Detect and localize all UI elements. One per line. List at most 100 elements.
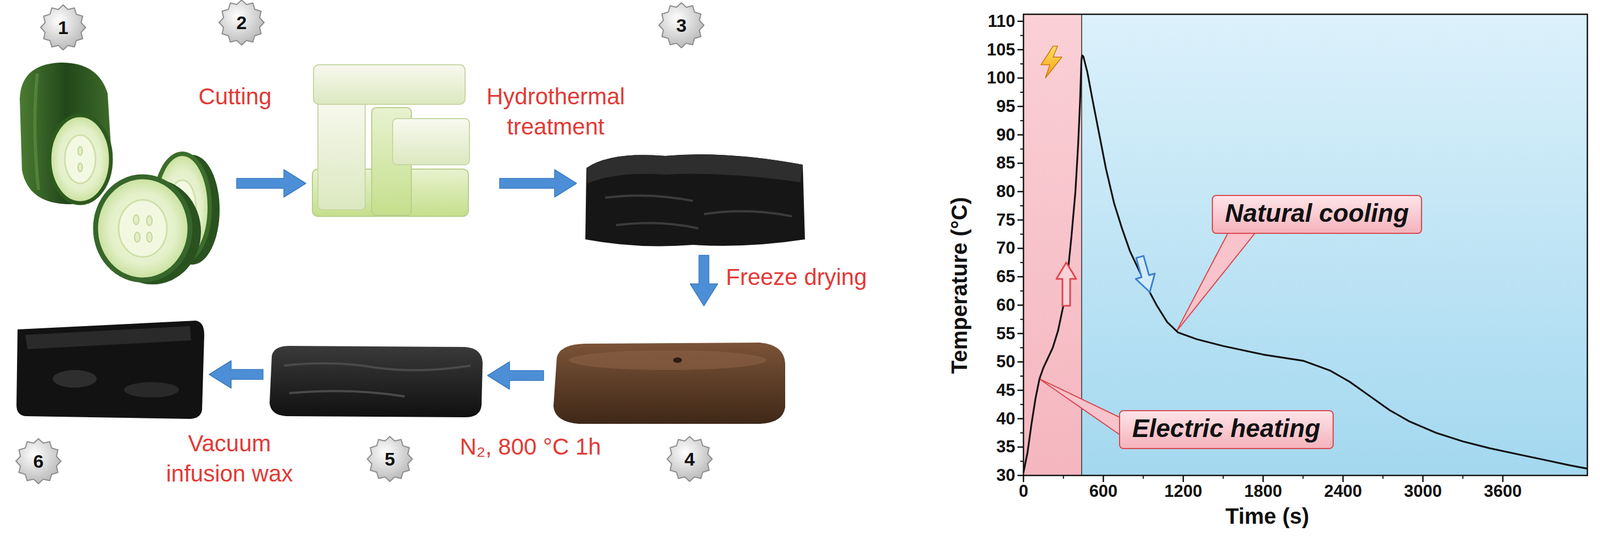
tick-label: 30 bbox=[996, 465, 1016, 486]
step-number: 4 bbox=[666, 435, 713, 483]
y-minor-tick bbox=[1020, 261, 1024, 264]
x-minor-tick bbox=[1462, 475, 1464, 479]
cucumber-photo bbox=[19, 62, 220, 285]
x-minor-tick bbox=[1063, 475, 1065, 479]
y-minor-tick bbox=[1020, 91, 1024, 93]
y-minor-tick bbox=[1020, 120, 1024, 122]
y-tick bbox=[1017, 474, 1024, 477]
block-top bbox=[586, 154, 803, 184]
x-tick bbox=[1262, 475, 1264, 483]
y-tick bbox=[1017, 247, 1024, 250]
process-step: 5 bbox=[267, 343, 484, 419]
step-number: 5 bbox=[366, 435, 413, 483]
callout-pointers bbox=[1039, 232, 1256, 436]
x-minor-tick bbox=[1142, 475, 1144, 479]
block-gloss bbox=[124, 382, 179, 398]
block-top bbox=[568, 350, 767, 371]
step-number: 2 bbox=[218, 0, 265, 46]
x-minor-tick bbox=[1382, 475, 1384, 479]
cooling-zone bbox=[1081, 14, 1588, 476]
y-tick bbox=[1017, 417, 1024, 420]
dried-block bbox=[553, 342, 786, 424]
y-minor-tick bbox=[1020, 375, 1024, 377]
cucumber-skin bbox=[19, 62, 113, 205]
process-step: 4 bbox=[547, 310, 787, 427]
step-badge: 6 bbox=[15, 438, 62, 485]
heating-arrow bbox=[1056, 262, 1077, 306]
tick-label: 80 bbox=[996, 181, 1016, 202]
y-tick bbox=[1017, 77, 1024, 80]
lightning-bolt bbox=[1041, 46, 1062, 78]
tick-label: 60 bbox=[996, 295, 1016, 316]
tick-label: 600 bbox=[1089, 481, 1118, 502]
y-tick bbox=[1017, 162, 1024, 165]
y-tick bbox=[1017, 48, 1024, 51]
callout-text: Natural cooling bbox=[1224, 198, 1409, 228]
step-label: Vacuum infusion wax bbox=[158, 428, 301, 489]
x-tick bbox=[1422, 475, 1424, 483]
badge-outline bbox=[40, 4, 86, 50]
y-minor-tick bbox=[1020, 233, 1024, 236]
wax-block bbox=[16, 320, 205, 419]
tick-label: 85 bbox=[996, 153, 1016, 173]
callout-pointer bbox=[1176, 232, 1256, 332]
y-minor-tick bbox=[1020, 63, 1024, 65]
process-step: 6 bbox=[14, 316, 205, 427]
x-tick bbox=[1102, 475, 1105, 483]
callout-box: Electric heating bbox=[1119, 410, 1334, 450]
tick-label: 95 bbox=[996, 96, 1016, 117]
plot-frame bbox=[1023, 14, 1588, 476]
seed bbox=[77, 163, 83, 172]
y-minor-tick bbox=[1020, 460, 1024, 462]
y-tick bbox=[1017, 20, 1024, 23]
step-badge: 3 bbox=[658, 2, 705, 49]
tick-label: 110 bbox=[987, 11, 1016, 32]
y-minor-tick bbox=[1020, 205, 1024, 207]
tick-label: 1200 bbox=[1164, 481, 1203, 502]
callout-box: Natural cooling bbox=[1211, 194, 1423, 234]
tick-label: 55 bbox=[996, 323, 1016, 344]
x-tick bbox=[1182, 475, 1185, 483]
y-tick bbox=[1017, 191, 1024, 193]
step-label: Freeze drying bbox=[725, 262, 867, 293]
seed-core bbox=[64, 135, 96, 184]
axis-title: Temperature (°C) bbox=[946, 197, 972, 374]
seed bbox=[146, 232, 153, 243]
hydrochar-block bbox=[585, 154, 805, 246]
gourd-piece bbox=[313, 64, 466, 105]
y-minor-tick bbox=[1020, 432, 1024, 434]
step-badge: 2 bbox=[218, 0, 265, 46]
callout-text: Electric heating bbox=[1132, 414, 1321, 443]
carbon-block bbox=[269, 345, 483, 418]
step-badge: 1 bbox=[40, 4, 87, 51]
block-gloss bbox=[52, 370, 97, 388]
y-tick bbox=[1017, 133, 1024, 136]
x-tick bbox=[1022, 475, 1025, 483]
seed bbox=[77, 146, 83, 156]
cooling-arrow bbox=[1136, 255, 1156, 293]
seed bbox=[133, 214, 139, 225]
y-tick bbox=[1017, 446, 1024, 449]
y-minor-tick bbox=[1020, 148, 1024, 150]
freeze-dried-photo bbox=[553, 342, 786, 424]
step-label: Cutting bbox=[169, 81, 301, 113]
process-arrow bbox=[209, 360, 264, 389]
axis-title: Time (s) bbox=[1225, 503, 1310, 529]
y-tick bbox=[1017, 332, 1024, 335]
y-tick bbox=[1017, 304, 1024, 307]
seed bbox=[134, 232, 141, 243]
process-arrow bbox=[499, 169, 577, 198]
block-pore bbox=[673, 357, 682, 363]
y-tick bbox=[1017, 389, 1024, 392]
tick-label: 50 bbox=[996, 351, 1016, 372]
badge-outline bbox=[658, 2, 704, 48]
process-arrow bbox=[236, 169, 306, 198]
block-texture bbox=[605, 195, 792, 229]
badge-outline bbox=[15, 438, 61, 484]
temperature-curve bbox=[1023, 55, 1588, 473]
step-label: N₂, 800 °C 1h bbox=[437, 432, 624, 463]
x-minor-tick bbox=[1222, 475, 1224, 479]
tick-label: 70 bbox=[996, 238, 1016, 259]
tick-label: 45 bbox=[996, 380, 1016, 401]
y-tick bbox=[1017, 361, 1024, 363]
